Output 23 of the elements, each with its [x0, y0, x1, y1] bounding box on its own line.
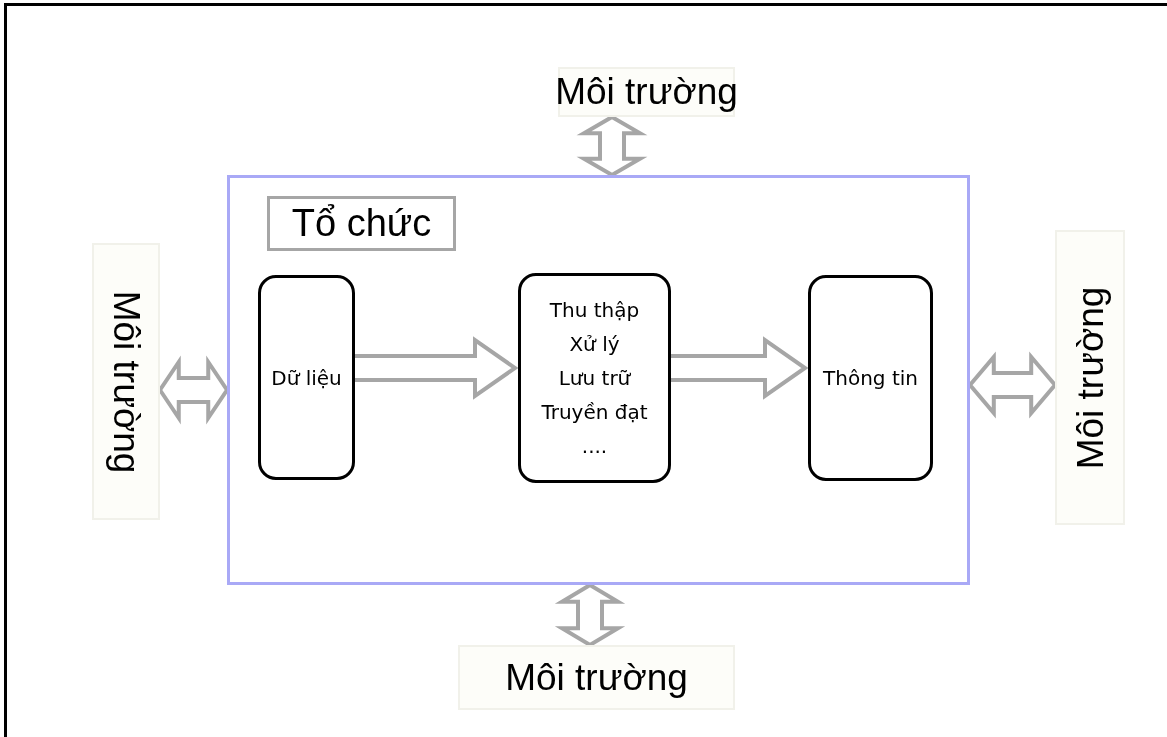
process-box	[258, 275, 355, 480]
process-text: ....	[581, 433, 608, 460]
process-text: Thu thập	[549, 297, 640, 324]
process-box	[808, 275, 933, 481]
process-text: Thông tin	[823, 365, 918, 392]
process-text: Xử lý	[569, 331, 620, 358]
organization-heading: Tổ chức	[267, 196, 456, 251]
environment-box	[1055, 230, 1125, 525]
block-arrow	[157, 355, 230, 425]
environment-label: Môi trường	[555, 70, 738, 115]
organization-box	[227, 175, 970, 585]
process-box	[518, 273, 671, 483]
environment-label: Môi trường	[107, 290, 145, 473]
environment-label: Môi trường	[1071, 286, 1109, 469]
block-arrow	[554, 582, 626, 648]
environment-box	[458, 645, 735, 710]
block-arrow	[967, 351, 1058, 419]
process-text: Truyền đạt	[541, 399, 648, 426]
environment-label: Môi trường	[505, 655, 688, 700]
block-arrow	[576, 114, 648, 178]
process-text: Dữ liệu	[271, 364, 342, 392]
environment-box	[92, 243, 160, 520]
process-text: Lưu trữ	[558, 365, 631, 392]
